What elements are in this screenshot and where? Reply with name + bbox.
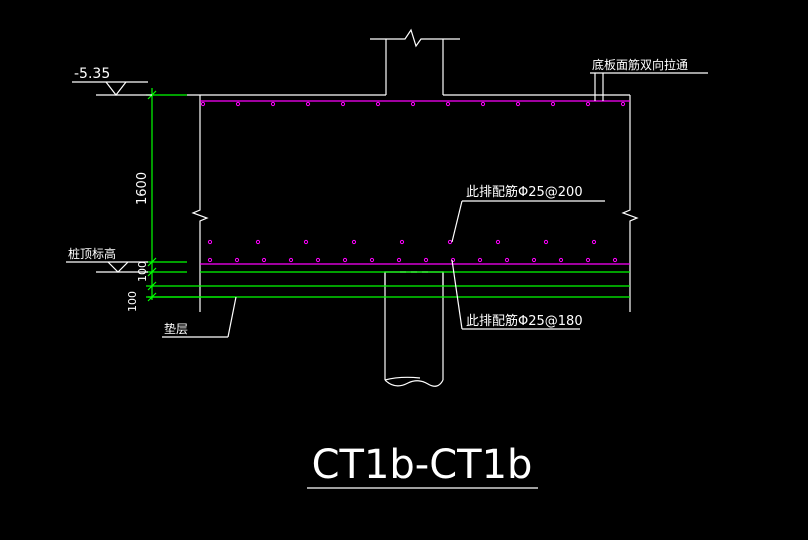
cushion-leader: 垫层	[162, 296, 237, 338]
cushion-label: 垫层	[164, 321, 188, 336]
lower-rebar-leader: 此排配筋Φ25@180	[451, 259, 583, 330]
upper-rebar-note: 此排配筋Φ25@200	[466, 184, 583, 200]
rebar-lines	[200, 100, 630, 265]
pile-cap-outline	[187, 94, 639, 312]
column-stub	[370, 28, 460, 95]
cushion-lines	[146, 271, 630, 298]
upper-rebar-leader: 此排配筋Φ25@200	[451, 184, 605, 243]
elevation-marker: -5.35	[72, 66, 152, 96]
section-title-group: CT1b-CT1b	[307, 442, 538, 489]
pile-top-marker: 桩顶标高	[66, 246, 148, 273]
rebar-bottom-dots	[207, 257, 618, 263]
pile	[384, 272, 444, 387]
pile-top-label: 桩顶标高	[68, 246, 116, 261]
dimension-line	[146, 88, 187, 302]
section-title: CT1b-CT1b	[312, 442, 533, 488]
dim-cushion-label: 100	[126, 291, 139, 312]
top-note-leader: 底板面筋双向拉通	[590, 57, 708, 101]
elevation-label: -5.35	[74, 66, 110, 82]
dim-pile-embed-label: 100	[136, 261, 149, 282]
dim-1600-label: 1600	[135, 172, 150, 205]
rebar-middle-dots	[207, 239, 597, 245]
top-note: 底板面筋双向拉通	[592, 57, 688, 72]
lower-rebar-note: 此排配筋Φ25@180	[466, 313, 583, 329]
rebar-top-dots	[200, 101, 626, 107]
pile-head-outline	[384, 271, 444, 286]
